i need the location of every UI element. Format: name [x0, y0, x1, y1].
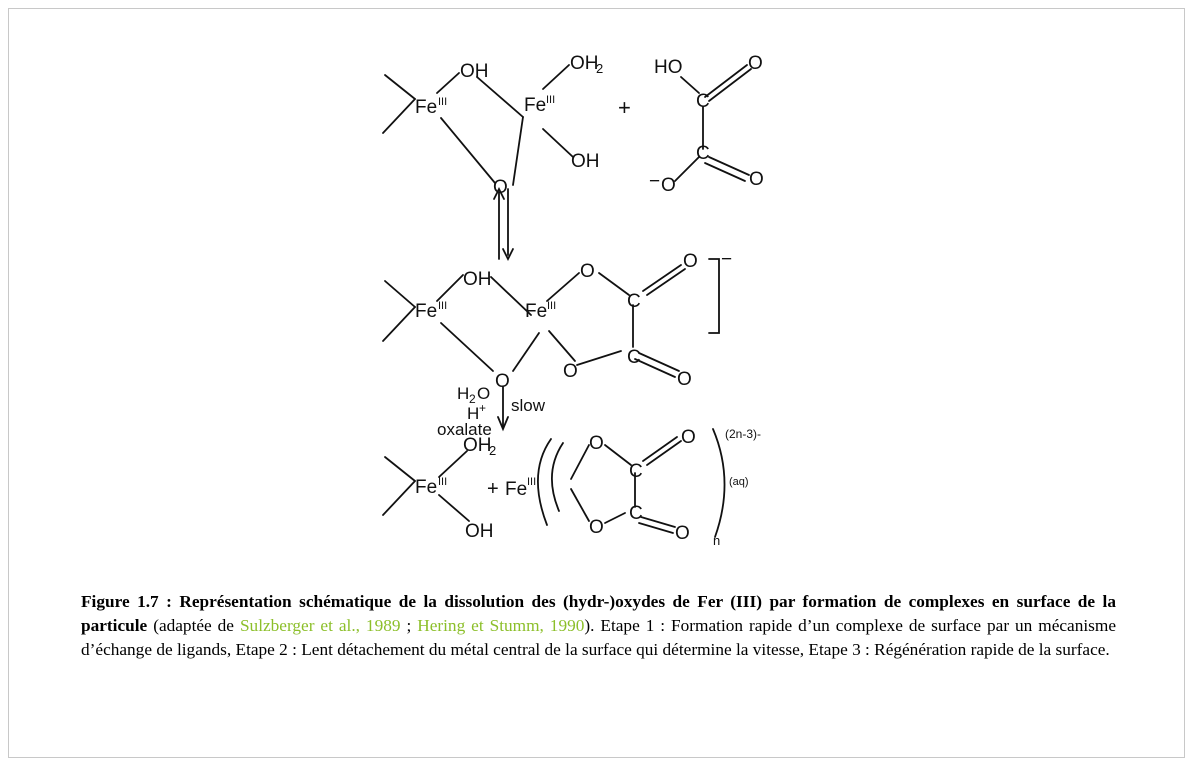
label-oh2-sub: 2: [596, 61, 603, 76]
label-fe-1: Fe: [415, 97, 437, 118]
caption-label: Figure 1.7 : Représentation schématique …: [81, 592, 1116, 636]
label-oh: OH: [460, 61, 489, 82]
label-slow: slow: [511, 396, 546, 415]
label-fe-ox-2: III: [546, 94, 555, 106]
label-c-s3-2: C: [629, 503, 643, 524]
label-fe-ox-1: III: [438, 96, 447, 108]
label-oh-term: OH: [571, 151, 600, 172]
label-oxa-o2: O: [749, 169, 764, 190]
label-hplus-sup: +: [479, 401, 486, 415]
label-o-s2-a: O: [580, 261, 595, 282]
label-oxa-o3: O: [661, 175, 676, 196]
label-o-s3-c: O: [675, 523, 690, 544]
label-fe-s2-2: Fe: [525, 301, 547, 322]
label-ho: HO: [654, 57, 683, 78]
label-fe-ox-s2-2: III: [547, 300, 556, 312]
label-fe-ox-s3-1: III: [438, 476, 447, 488]
label-fe-s2-1: Fe: [415, 301, 437, 322]
label-fe-ox-s3-2: III: [527, 476, 536, 488]
label-oxa-c1: C: [696, 91, 710, 112]
caption-sep: ;: [400, 616, 418, 636]
label-n: n: [713, 533, 720, 548]
label-fe-s3-2: Fe: [505, 479, 527, 500]
label-c-s2-1: C: [627, 291, 641, 312]
label-o-s3-d: O: [589, 517, 604, 538]
label-h2o-sub: 2: [469, 392, 476, 406]
label-plus: +: [618, 95, 631, 120]
label-o-s2-bridge: O: [495, 371, 510, 392]
label-oh2-s3-sub: 2: [489, 443, 496, 458]
label-o-s3-a: O: [589, 433, 604, 454]
label-oxa-o1: O: [748, 53, 763, 74]
label-oxalate: oxalate: [437, 420, 492, 439]
label-h2o-o: O: [477, 384, 490, 403]
label-plus-s3: +: [487, 478, 499, 500]
reaction-scheme: OH OH 2 Fe III Fe III O OH + HO O C C O …: [363, 33, 788, 557]
label-oxa-minus: −: [649, 171, 660, 192]
caption-pre: (adaptée de: [147, 616, 240, 636]
label-aq: (aq): [729, 476, 749, 488]
label-fe-s3-1: Fe: [415, 477, 437, 498]
reference-link-2[interactable]: Hering et Stumm, 1990: [417, 616, 585, 636]
label-oh-s3: OH: [465, 521, 494, 542]
label-o-s3-b: O: [681, 427, 696, 448]
label-c-s3-1: C: [629, 461, 643, 482]
label-oxa-c2: C: [696, 143, 710, 164]
label-o-bridge: O: [493, 177, 508, 198]
label-product-charge: (2n-3)-: [725, 427, 761, 441]
label-oh2-s3: OH: [463, 435, 492, 456]
label-h2o-h: H: [457, 384, 469, 403]
caption-text: ). Etape 1 : Formation rapide d’un compl…: [81, 616, 1116, 660]
label-o-s2-c: O: [677, 369, 692, 390]
reference-link-1[interactable]: Sulzberger et al., 1989: [239, 616, 401, 636]
label-complex-charge: −: [721, 249, 732, 270]
label-oh-s2: OH: [463, 269, 492, 290]
label-oh2: OH: [570, 53, 599, 74]
label-fe-ox-s2-1: III: [438, 300, 447, 312]
label-hplus: H: [467, 404, 479, 423]
label-o-s2-d: O: [563, 361, 578, 382]
label-c-s2-2: C: [627, 347, 641, 368]
figure-caption: Figure 1.7 : Représentation schématique …: [81, 590, 1116, 663]
label-fe-2: Fe: [524, 95, 546, 116]
label-o-s2-b: O: [683, 251, 698, 272]
reaction-scheme-svg: OH OH 2 Fe III Fe III O OH + HO O C C O …: [382, 53, 764, 548]
